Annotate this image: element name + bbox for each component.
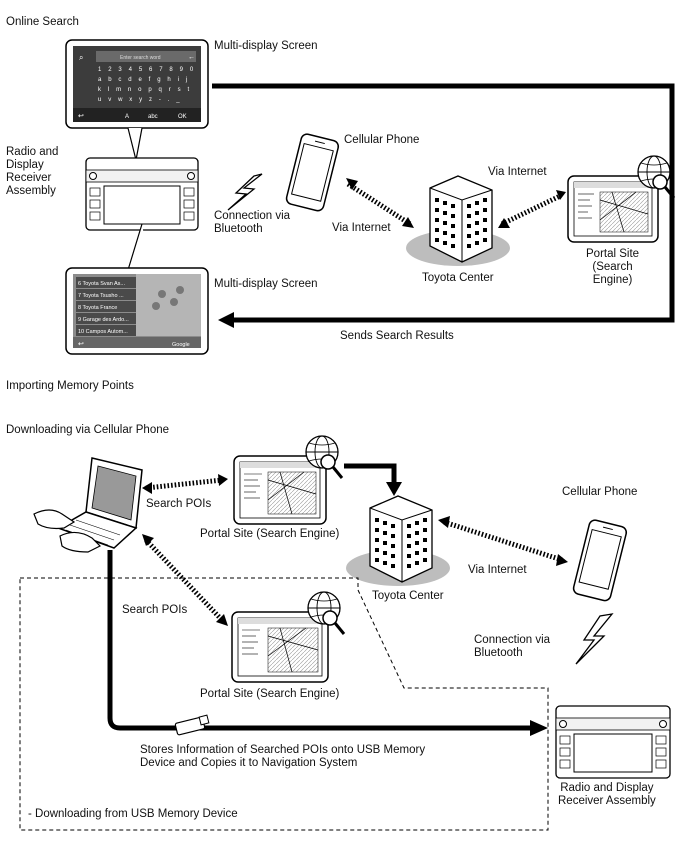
multi-display-top-label: Multi-display Screen [214,40,318,52]
search-icon: ⌕ [79,53,83,62]
result-item: 9 Garage des Ardo... [78,317,129,323]
svg-text:←: ← [188,54,195,61]
svg-text:↩: ↩ [78,113,84,120]
toyota-center-building-bottom [346,495,450,586]
portal-site-tablet-top [567,155,676,243]
bluetooth-lightning-icon [227,173,263,211]
svg-text:↩: ↩ [78,341,84,348]
kb-ok: OK [178,114,187,120]
connection-bluetooth-label-bottom: Connection via Bluetooth [474,634,551,659]
result-item: 6 Toyota Svan As... [78,281,125,287]
section2-title: Importing Memory Points [6,380,134,392]
result-item: 10 Campos Autom... [78,329,128,335]
toyota-center-building-top [406,175,510,266]
portal-site-tablet-mid-top [233,435,344,525]
cellular-phone-bottom-icon [572,519,628,602]
section2-subtitle: Downloading via Cellular Phone [6,424,170,436]
multi-display-keyboard-screen: Enter search word ← 1 2 3 4 5 6 7 8 9 0 … [65,39,209,129]
cellular-phone-top-icon [285,133,340,212]
radio-receiver-label-top: Radio and Display Receiver Assembly [6,146,59,197]
radio-receiver-bottom [555,705,671,779]
toyota-center-label-bottom: Toyota Center [372,590,444,602]
multi-display-results-screen: 6 Toyota Svan As... 7 Toyota Tsusho ... … [65,267,209,355]
radio-receiver-label-bottom: Radio and Display Receiver Assembly [558,782,656,807]
multi-display-bottom-label: Multi-display Screen [214,278,318,290]
result-item: 8 Toyota France [78,305,117,311]
radio-receiver-top [85,157,199,231]
stores-info-label: Stores Information of Searched POIs onto… [140,744,426,769]
laptop-icon [33,457,143,553]
kb-row3: u v w x y z - . _ [98,97,182,103]
via-internet-left-label: Via Internet [332,222,391,234]
search-pois-top-label: Search POIs [146,498,212,510]
usb-memory-icon [174,714,210,736]
portal-site-label-top: Portal Site (Search Engine) [586,248,640,286]
portal-site-tablet-mid [231,591,346,683]
kb-row1: a b c d e f g h i j [98,77,190,83]
cellular-phone-label-bottom: Cellular Phone [562,486,638,498]
portal-site-mid-label: Portal Site (Search Engine) [200,688,340,700]
search-placeholder: Enter search word [120,55,161,61]
usb-download-label: - Downloading from USB Memory Device [28,808,238,820]
via-internet-label-bottom: Via Internet [468,564,527,576]
svg-text:abc: abc [148,114,158,120]
kb-row2: k l m n o p q r s t [98,87,192,93]
search-pois-mid-label: Search POIs [122,604,188,616]
portal-site-top-label: Portal Site (Search Engine) [200,528,340,540]
section1-title: Online Search [6,16,79,28]
toyota-center-label-top: Toyota Center [422,272,494,284]
kb-number-row: 1 2 3 4 5 6 7 8 9 0 [98,67,196,73]
via-internet-right-label: Via Internet [488,166,547,178]
cellular-phone-label-top: Cellular Phone [344,134,420,146]
connection-bluetooth-label-top: Connection via Bluetooth [214,210,291,235]
sends-results-label: Sends Search Results [340,330,454,342]
bluetooth-lightning-icon-2 [575,613,614,665]
result-item: 7 Toyota Tsusho ... [78,293,124,299]
svg-text:A: A [125,114,129,120]
map-footer: Google [172,342,190,348]
